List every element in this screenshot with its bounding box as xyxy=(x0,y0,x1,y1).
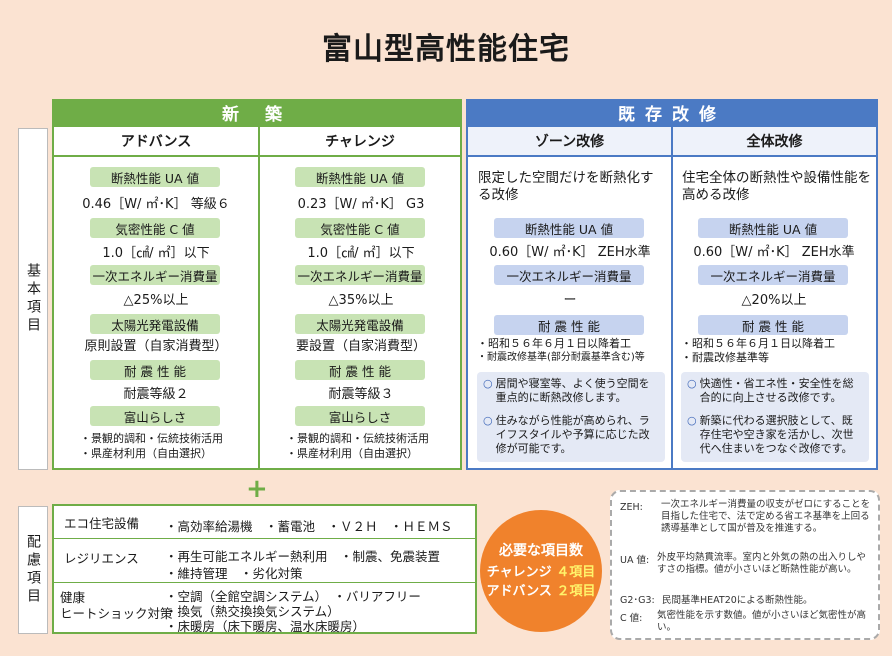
glossary-box xyxy=(610,490,880,640)
required-advance: アドバンス ２項目 xyxy=(486,583,596,599)
page-title: 富山型高性能住宅 xyxy=(322,32,570,67)
row-divider xyxy=(54,582,475,583)
resilience-label: レジリエンス xyxy=(64,551,139,566)
whole-seismic-line1: ・昭和５６年６月１日以降着工 xyxy=(681,337,835,350)
zone-description: 限定した空間だけを断熱化する改修 xyxy=(478,170,654,203)
advance-toyama-label: 富山らしさ xyxy=(90,406,220,426)
ua-desc: 外皮平均熱貫流率。室内と外気の熱の出入りしやすさの指標。値が小さいほど断熱性能が… xyxy=(657,552,866,575)
advance-c-value: 1.0［㎠/ ㎡］以下 xyxy=(102,246,210,261)
challenge-solar-label: 太陽光発電設備 xyxy=(295,314,425,334)
circle-bullet-icon: ○ xyxy=(687,377,697,390)
challenge-solar-value: 要設置（自家消費型） xyxy=(295,339,426,354)
advance-ua-value: 0.46［W/ ㎡･K］ 等級６ xyxy=(82,197,230,212)
side-label-basic: 基本項目 xyxy=(18,128,48,470)
challenge-toyama-label: 富山らしさ xyxy=(295,406,425,426)
required-title: 必要な項目数 xyxy=(499,542,583,559)
challenge-toyama-line1: ・景観的調和・伝統技術活用 xyxy=(286,432,429,445)
challenge-seismic-label: 耐 震 性 能 xyxy=(295,360,425,380)
whole-seismic-line2: ・耐震改修基準等 xyxy=(681,351,769,364)
zone-column-header: ゾーン改修 xyxy=(468,127,671,157)
challenge-ua-label: 断熱性能 UA 値 xyxy=(295,167,425,187)
advance-toyama-line1: ・景観的調和・伝統技術活用 xyxy=(80,432,223,445)
health-line3: ・床暖房（床下暖房、温水床暖房） xyxy=(165,619,366,634)
zone-energy-value: ー xyxy=(563,293,577,308)
advance-energy-value: △25%以上 xyxy=(123,293,189,308)
challenge-energy-value: △35%以上 xyxy=(328,293,394,308)
whole-ua-label: 断熱性能 UA 値 xyxy=(698,218,848,238)
existing-column-divider xyxy=(671,127,673,468)
zeh-term: ZEH: xyxy=(620,502,643,513)
whole-note-1: ○快適性・省エネ性・安全性を総合的に向上させる改修です。 xyxy=(687,377,854,404)
plus-icon: + xyxy=(246,474,268,504)
advance-solar-value: 原則設置（自家消費型） xyxy=(84,339,228,354)
zone-seismic-line1: ・昭和５６年６月１日以降着工 xyxy=(477,337,631,350)
whole-column-header: 全体改修 xyxy=(673,127,876,157)
resilience-line2: ・維持管理 ・劣化対策 xyxy=(165,566,303,581)
g-desc: 民間基準HEAT20による断熱性能。 xyxy=(662,595,813,606)
whole-energy-label: 一次エネルギー消費量 xyxy=(698,265,848,285)
advance-seismic-value: 耐震等級２ xyxy=(123,387,189,402)
challenge-c-label: 気密性能 C 値 xyxy=(295,218,425,238)
zone-note-2: ○住みながら性能が高められ、ライフスタイルや予算に応じた改修が可能です。 xyxy=(483,414,650,455)
whole-notes: ○快適性・省エネ性・安全性を総合的に向上させる改修です。 ○新築に代わる選択肢と… xyxy=(681,372,869,462)
advance-c-label: 気密性能 C 値 xyxy=(90,218,220,238)
advance-seismic-label: 耐 震 性 能 xyxy=(90,360,220,380)
challenge-energy-label: 一次エネルギー消費量 xyxy=(295,265,425,285)
zone-energy-label: 一次エネルギー消費量 xyxy=(494,265,644,285)
advance-ua-label: 断熱性能 UA 値 xyxy=(90,167,220,187)
health-label-1: 健康 xyxy=(60,590,86,605)
eco-label: エコ住宅設備 xyxy=(64,516,140,531)
challenge-column-header: チャレンジ xyxy=(260,127,460,157)
whole-note-2: ○新築に代わる選択肢として、既存住宅や空き家を活かし、次世代へ住まいをつなぐ改修… xyxy=(687,414,854,455)
whole-ua-value: 0.60［W/ ㎡･K］ ZEH水準 xyxy=(693,245,855,260)
challenge-ua-value: 0.23［W/ ㎡･K］ G3 xyxy=(297,197,425,212)
column-divider xyxy=(258,127,260,468)
advance-energy-label: 一次エネルギー消費量 xyxy=(90,265,220,285)
required-items-badge: 必要な項目数 チャレンジ ４項目 アドバンス ２項目 xyxy=(480,510,602,632)
health-line1: ・空調（全館空調システム） ・バリアフリー xyxy=(165,589,421,604)
whole-seismic-label: 耐 震 性 能 xyxy=(698,315,848,335)
circle-bullet-icon: ○ xyxy=(687,414,697,427)
existing-header: 既存改修 xyxy=(466,99,878,125)
zeh-desc: 一次エネルギー消費量の収支がゼロにすることを目指した住宅で、法で定める省エネ基準… xyxy=(661,499,871,534)
circle-bullet-icon: ○ xyxy=(483,377,493,390)
challenge-seismic-value: 耐震等級３ xyxy=(328,387,394,402)
advance-column-header: アドバンス xyxy=(54,127,258,157)
c-term: C 値: xyxy=(620,613,643,624)
health-line2: ・換気（熱交換換気システム） xyxy=(165,604,340,619)
whole-energy-value: △20%以上 xyxy=(741,293,807,308)
required-challenge: チャレンジ ４項目 xyxy=(486,564,596,580)
zone-seismic-label: 耐 震 性 能 xyxy=(494,315,644,335)
zone-ua-value: 0.60［W/ ㎡･K］ ZEH水準 xyxy=(489,245,651,260)
resilience-line1: ・再生可能エネルギー熱利用 ・制震、免震装置 xyxy=(165,549,441,564)
new-build-header: 新 築 xyxy=(52,99,462,125)
consideration-panel xyxy=(52,504,477,634)
challenge-toyama-line2: ・県産材利用（自由選択） xyxy=(286,447,418,460)
zone-seismic-line2: ・耐震改修基準(部分耐震基準含む)等 xyxy=(477,352,645,363)
advance-solar-label: 太陽光発電設備 xyxy=(90,314,220,334)
eco-items: ・高効率給湯機 ・蓄電池 ・Ｖ２Ｈ ・ＨＥＭＳ xyxy=(165,519,453,534)
whole-description: 住宅全体の断熱性や設備性能を高める改修 xyxy=(682,170,871,203)
row-divider xyxy=(54,538,475,539)
g-term: G2･G3: xyxy=(620,595,655,606)
challenge-c-value: 1.0［㎠/ ㎡］以下 xyxy=(307,246,415,261)
circle-bullet-icon: ○ xyxy=(483,414,493,427)
side-label-consideration: 配慮項目 xyxy=(18,506,48,634)
health-label-2: ヒートショック対策 xyxy=(60,606,173,621)
c-desc: 気密性能を示す数値。値が小さいほど気密性が高い。 xyxy=(657,610,867,633)
zone-note-1: ○居間や寝室等、よく使う空間を重点的に断熱改修します。 xyxy=(483,377,650,404)
ua-term: UA 値: xyxy=(620,555,650,566)
zone-notes: ○居間や寝室等、よく使う空間を重点的に断熱改修します。 ○住みながら性能が高めら… xyxy=(477,372,665,462)
zone-ua-label: 断熱性能 UA 値 xyxy=(494,218,644,238)
advance-toyama-line2: ・県産材利用（自由選択） xyxy=(80,447,212,460)
